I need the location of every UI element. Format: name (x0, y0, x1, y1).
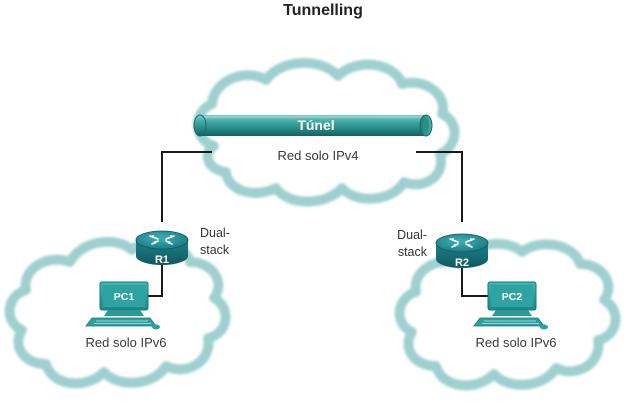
router-r1-id: R1 (155, 254, 169, 266)
link-r2-tunnel (416, 151, 463, 222)
router-r2-role-line1: Dual- (397, 228, 427, 242)
router-r1-role-line1: Dual- (200, 226, 230, 240)
router-icon (135, 230, 189, 265)
router-r2[interactable]: R2 (435, 233, 489, 269)
link-r1-pc1 (148, 260, 163, 297)
router-icon (435, 233, 489, 268)
router-r1[interactable]: R1 (135, 230, 189, 266)
ipv4-network-label: Red solo IPv4 (278, 148, 359, 163)
pc1-id: PC1 (114, 291, 135, 303)
pc2-id: PC2 (502, 291, 523, 303)
pc1[interactable]: PC1 (85, 281, 160, 330)
ipv6-network-label-right: Red solo IPv6 (476, 335, 557, 350)
router-r2-role-line2: stack (398, 245, 428, 259)
computer-icon (85, 281, 160, 330)
router-r2-id: R2 (455, 257, 469, 269)
ipv6-network-label-left: Red solo IPv6 (86, 335, 167, 350)
diagram-title: Tunnelling (283, 2, 363, 19)
tunnel-label: Túnel (297, 117, 334, 133)
computer-icon (473, 281, 548, 330)
router-r1-role-line2: stack (200, 243, 230, 257)
link-r1-tunnel (161, 151, 212, 222)
pc2[interactable]: PC2 (473, 281, 548, 330)
link-r2-pc2 (461, 264, 488, 297)
tunnel-tube (193, 114, 433, 137)
